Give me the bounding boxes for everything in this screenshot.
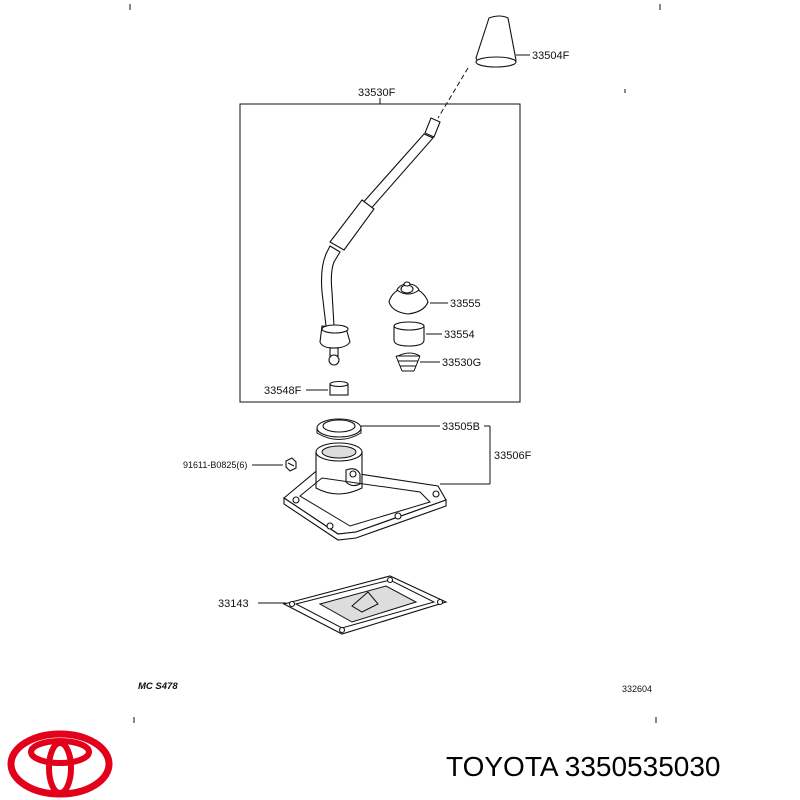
bushing-part bbox=[393, 321, 442, 347]
bolt-part bbox=[252, 457, 297, 472]
seal-part bbox=[316, 418, 440, 440]
boot-part bbox=[388, 281, 448, 315]
housing-part bbox=[283, 442, 447, 541]
figure-id: 332604 bbox=[622, 684, 652, 694]
label-bushing: 33554 bbox=[444, 329, 475, 341]
spring-part bbox=[395, 352, 440, 372]
shift-knob bbox=[475, 15, 530, 68]
label-housing: 33506F bbox=[494, 450, 532, 462]
label-seat: 33548F bbox=[264, 385, 302, 397]
label-bolt: 91611-B0825(6) bbox=[183, 460, 247, 470]
knob-axis-dash bbox=[437, 67, 469, 119]
brand-caption: TOYOTA 3350535030 bbox=[446, 751, 721, 782]
footer-code: MC S478 bbox=[138, 681, 178, 692]
label-spring: 33530G bbox=[442, 357, 481, 369]
label-gasket: 33143 bbox=[218, 598, 249, 610]
label-boot: 33555 bbox=[450, 298, 481, 310]
toyota-logo-icon bbox=[7, 730, 113, 798]
gasket-part bbox=[258, 575, 448, 635]
shift-lever bbox=[319, 117, 441, 366]
housing-bracket bbox=[440, 425, 491, 485]
seat-part bbox=[306, 380, 349, 396]
label-seal: 33505B bbox=[442, 421, 480, 433]
corner-marks bbox=[129, 4, 661, 723]
label-frame: 33530F bbox=[358, 87, 396, 99]
label-knob: 33504F bbox=[532, 50, 570, 62]
